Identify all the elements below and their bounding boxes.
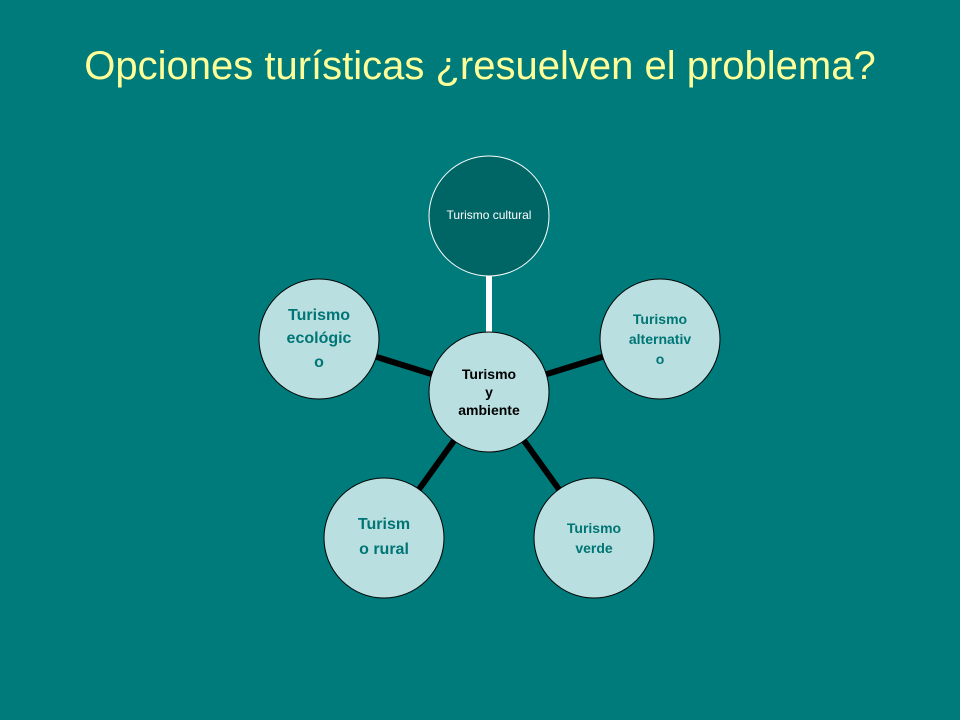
node-label-ecologico: Turismo ecológic o [259, 279, 379, 399]
node-rural [323, 477, 445, 599]
verde-text: Turismo verde [566, 519, 622, 556]
slide-title: Opciones turísticas ¿resuelven el proble… [84, 44, 876, 88]
alternativo-text: Turismo alternativ o [628, 310, 692, 368]
node-label-center: Turismo y ambiente [429, 332, 549, 452]
node-alternativo [599, 278, 721, 400]
ecologico-text: Turismo ecológic o [286, 307, 352, 371]
node-cultural [428, 155, 550, 277]
node-label-verde: Turismo verde [534, 478, 654, 598]
node-ecologico [258, 278, 380, 400]
cultural-text: Turismo cultural [446, 208, 532, 223]
node-label-rural: Turism o rural [324, 478, 444, 598]
node-verde [533, 477, 655, 599]
rural-text: Turism o rural [357, 516, 411, 558]
node-label-cultural: Turismo cultural [429, 156, 549, 276]
node-center [428, 331, 550, 453]
node-label-alternativo: Turismo alternativ o [600, 279, 720, 399]
center-text: Turismo y ambiente [458, 365, 520, 419]
